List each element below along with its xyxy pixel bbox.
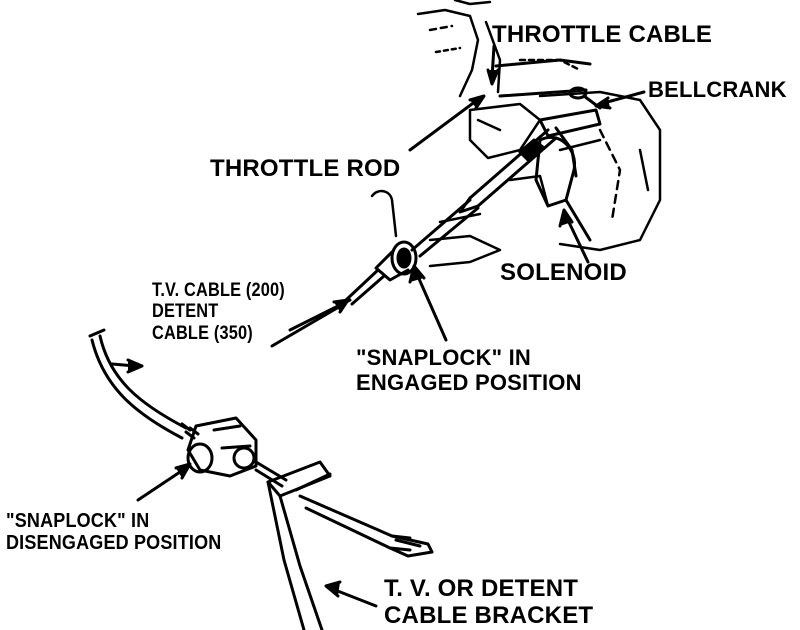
snaplock-engaged-line-1: "SNAPLOCK" IN — [356, 345, 532, 370]
tv-cable-line-2: DETENT — [152, 301, 219, 323]
snaplock-engaged-label: "SNAPLOCK" IN ENGAGED POSITION — [356, 345, 582, 395]
engine-body-sketch — [370, 0, 662, 268]
leader-arrows[interactable] — [110, 44, 646, 608]
tv-detent-cable-label: T.V. CABLE (200) DETENT CABLE (350) — [152, 280, 285, 344]
snaplock-disengaged-line-2: DISENGAGED POSITION — [6, 532, 222, 555]
throttle-rod-shape — [458, 128, 558, 214]
snaplock-disengaged-line-1: "SNAPLOCK" IN — [6, 510, 150, 532]
solenoid-label: SOLENOID — [500, 259, 627, 286]
solenoid-shape — [534, 135, 592, 242]
snaplock-engaged-line-2: ENGAGED POSITION — [356, 369, 582, 395]
cable-bracket-line-2: CABLE BRACKET — [384, 601, 594, 629]
snaplock-engaged-shape — [288, 198, 480, 332]
bellcrank-label: BELLCRANK — [648, 77, 787, 102]
tv-cable-line-1: T.V. CABLE (200) — [152, 280, 285, 301]
bellcrank-assembly — [494, 58, 602, 178]
throttle-rod-label: THROTTLE ROD — [210, 155, 401, 182]
cable-bracket-line-1: T. V. OR DETENT — [384, 575, 579, 602]
throttle-cable-label: THROTTLE CABLE — [492, 21, 713, 48]
snaplock-disengaged-shape — [180, 416, 288, 488]
cable-bracket-label: T. V. OR DETENT CABLE BRACKET — [384, 575, 594, 630]
tv-cable-line-3: CABLE (350) — [152, 322, 253, 344]
snaplock-disengaged-label: "SNAPLOCK" IN DISENGAGED POSITION — [6, 510, 221, 555]
cable-sheath — [88, 328, 188, 440]
cable-bracket-shape — [266, 460, 434, 630]
